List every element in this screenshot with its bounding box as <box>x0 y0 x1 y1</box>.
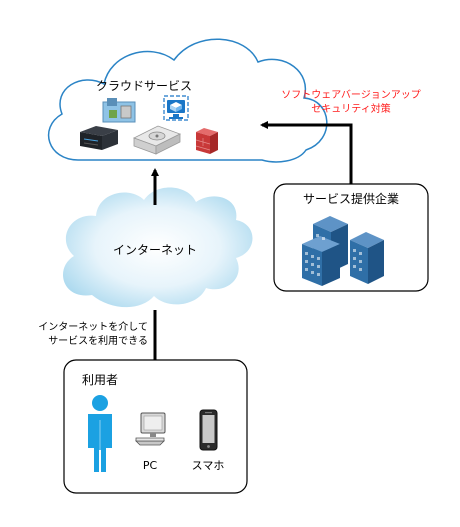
cloud-service-label: クラウドサービス <box>96 79 192 93</box>
smartphone-icon <box>199 409 218 451</box>
server-components-icon <box>102 98 136 123</box>
pc-icon <box>135 412 166 446</box>
service-provider: サービス提供企業 <box>273 183 429 292</box>
cloud-service-shape <box>47 38 328 163</box>
access-note-line1: インターネットを介して <box>38 321 148 333</box>
server-box-icon <box>80 126 118 150</box>
internet: インターネット <box>62 187 253 308</box>
provider-to-cloud-arrow <box>260 121 353 184</box>
phone-label: スマホ <box>192 459 225 472</box>
users: 利用者 PC スマホ <box>63 359 248 494</box>
cloud-service: クラウドサービス <box>47 38 328 163</box>
virtual-machine-icon <box>163 95 189 121</box>
pc-label: PC <box>143 459 158 472</box>
access-note-line2: サービスを利用できる <box>48 335 148 347</box>
service-provider-label: サービス提供企業 <box>303 191 399 206</box>
update-note-line2: セキュリティ対策 <box>311 102 390 115</box>
access-note: インターネットを介して サービスを利用できる <box>38 321 148 347</box>
internet-cloud-shape <box>62 187 253 308</box>
person-icon <box>88 395 112 472</box>
storage-disk-icon <box>132 125 182 155</box>
firewall-icon <box>195 128 218 154</box>
update-note-line1: ソフトウェアバージョンアップ <box>281 89 420 101</box>
internet-label: インターネット <box>113 243 197 257</box>
update-note: ソフトウェアバージョンアップ セキュリティ対策 <box>281 89 420 115</box>
office-buildings-icon <box>302 216 384 286</box>
users-label: 利用者 <box>82 373 118 387</box>
